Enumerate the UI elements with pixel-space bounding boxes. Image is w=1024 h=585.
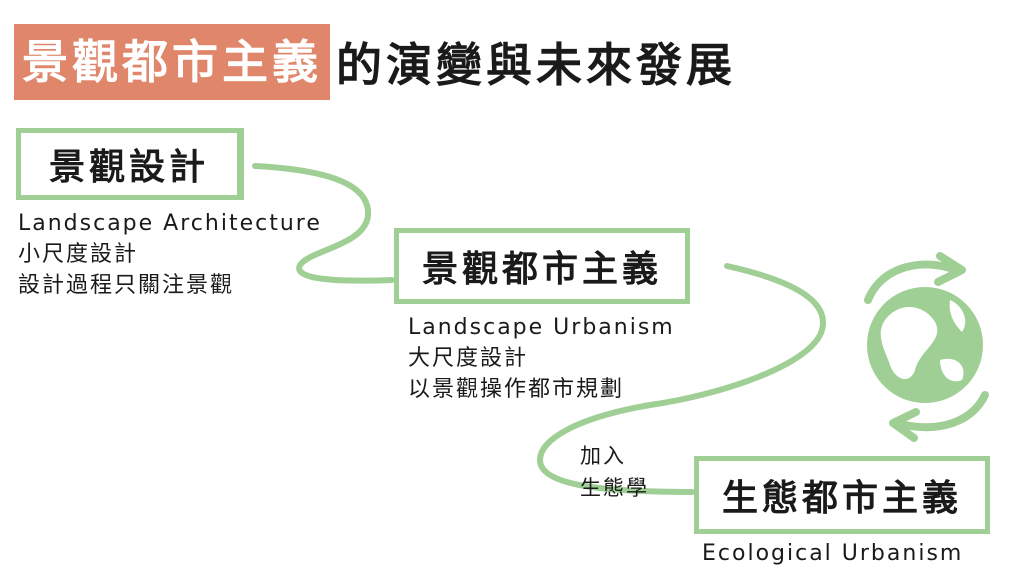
stage-description-ecological-urbanism: Ecological Urbanism [702,538,963,569]
connector-note: 加入 生態學 [580,440,649,504]
title-highlight: 景觀都市主義 [14,24,330,100]
stage-box-landscape-architecture: 景觀設計 [16,128,244,200]
stage-desc-line: Landscape Urbanism [408,315,675,340]
stage-desc-line: Landscape Architecture [18,211,322,236]
stage-title: 景觀設計 [48,147,209,188]
stage-box-ecological-urbanism: 生態都市主義 [694,456,990,534]
stage-desc-line: 以景觀操作都市規劃 [408,377,625,402]
connector-note-line: 加入 [580,444,626,468]
stage-box-landscape-urbanism: 景觀都市主義 [394,228,690,304]
stage-desc-line: 小尺度設計 [18,242,139,267]
stage-desc-line: 設計過程只關注景觀 [18,273,235,298]
connector-curve-2 [536,263,826,495]
connector-note-line: 生態學 [580,476,649,500]
recycling-globe-icon [864,252,989,442]
stage-description-landscape-architecture: Landscape Architecture 小尺度設計 設計過程只關注景觀 [18,208,322,301]
stage-desc-line: Ecological Urbanism [702,541,964,566]
page-title: 景觀都市主義 的演變與未來發展 [14,22,736,102]
stage-title: 景觀都市主義 [421,249,662,290]
stage-title: 生態都市主義 [721,478,962,519]
connector-curve-1 [252,163,395,284]
stage-description-landscape-urbanism: Landscape Urbanism 大尺度設計 以景觀操作都市規劃 [408,312,675,405]
title-rest: 的演變與未來發展 [336,38,736,92]
stage-desc-line: 大尺度設計 [408,346,529,371]
